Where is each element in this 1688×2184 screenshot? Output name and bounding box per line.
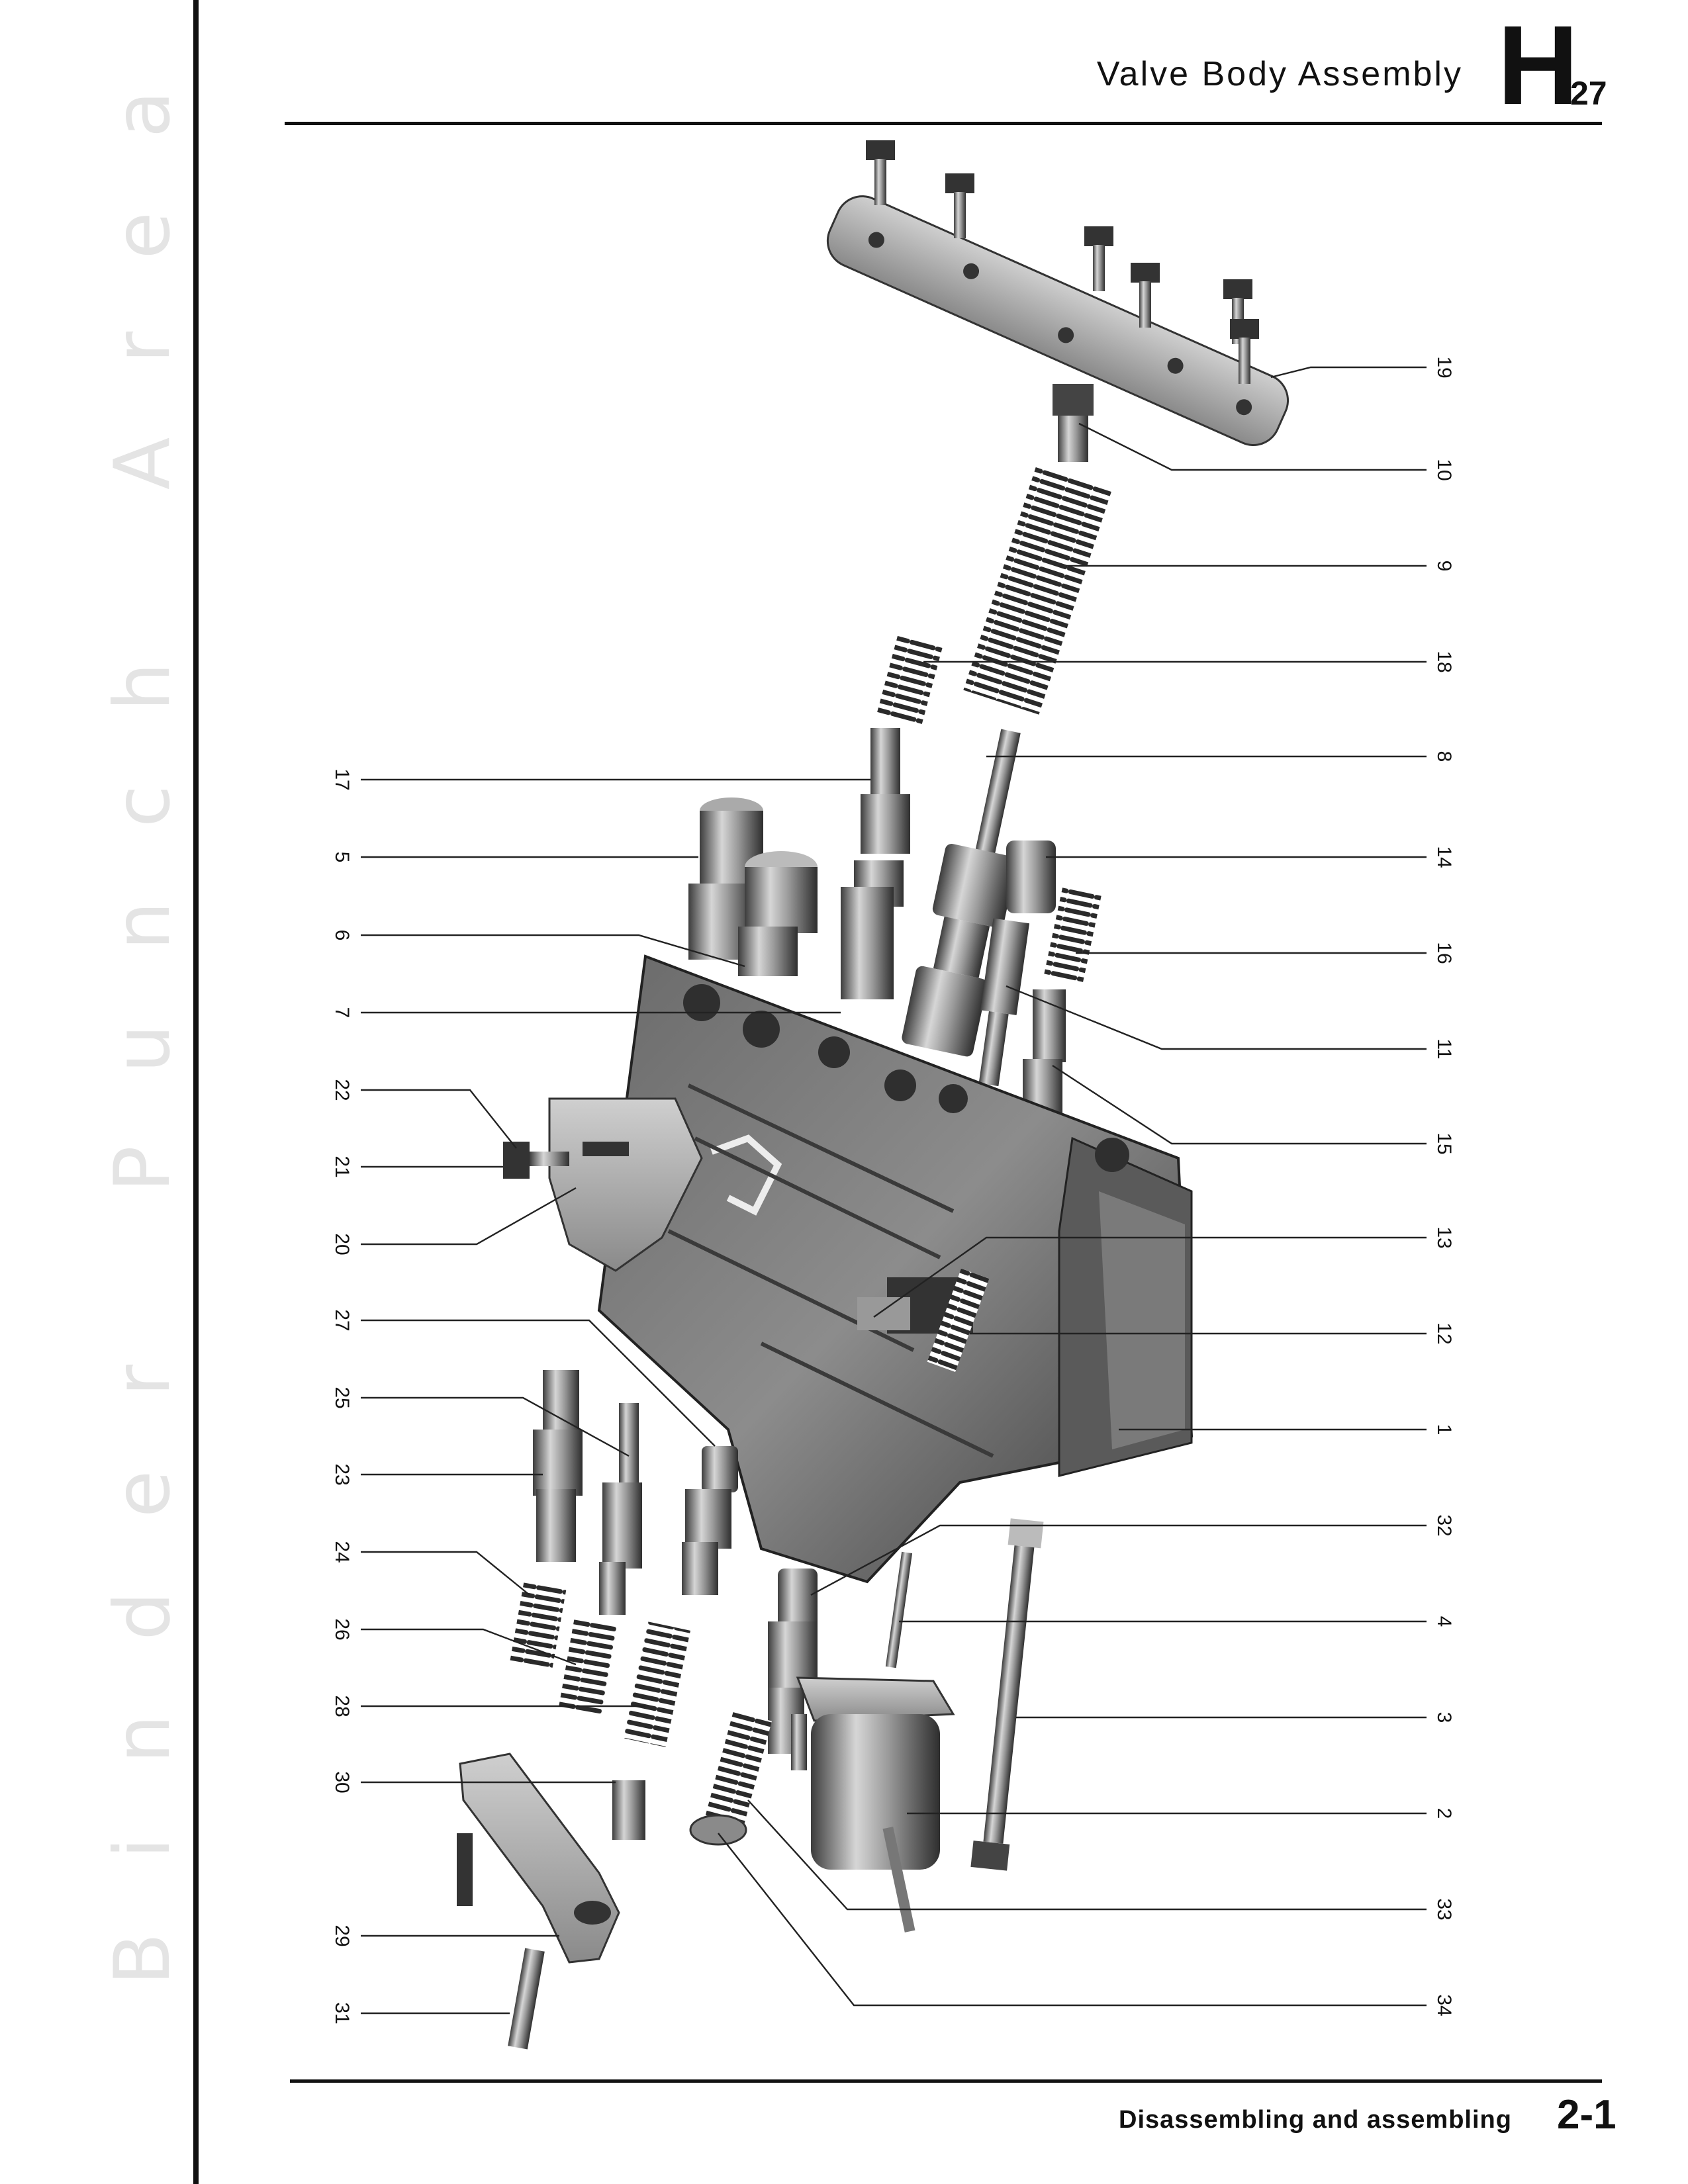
callout-label: 27 bbox=[331, 1309, 353, 1331]
callout-label: 13 bbox=[1433, 1226, 1455, 1248]
callout-label: 24 bbox=[331, 1541, 353, 1563]
callout-label: 33 bbox=[1433, 1898, 1455, 1920]
callout-label: 17 bbox=[331, 768, 353, 790]
plug-part bbox=[1053, 384, 1094, 462]
small-bolt bbox=[791, 1714, 807, 1770]
footer-caption: Disassembling and assembling bbox=[1119, 2106, 1512, 2134]
piston-6 bbox=[738, 851, 818, 976]
callout-label: 32 bbox=[1433, 1514, 1455, 1536]
footer-rule bbox=[290, 2079, 1602, 2083]
section-letter: H bbox=[1497, 3, 1579, 128]
main-valve-body bbox=[597, 954, 1194, 1584]
callout-label: 7 bbox=[331, 1007, 353, 1019]
callout-label: 3 bbox=[1433, 1712, 1455, 1723]
left-leader-lines bbox=[361, 778, 870, 2015]
callout-label: 19 bbox=[1433, 356, 1455, 378]
callout-label: 9 bbox=[1433, 561, 1455, 572]
washer-34 bbox=[689, 1814, 747, 1846]
callout-label: 1 bbox=[1433, 1424, 1455, 1435]
right-callout-labels: 19 10 9 18 8 14 16 11 15 13 12 1 32 4 3 … bbox=[1433, 356, 1455, 2016]
large-spring bbox=[963, 467, 1112, 715]
callout-label: 6 bbox=[331, 930, 353, 941]
callout-label: 31 bbox=[331, 2002, 353, 2024]
callout-label: 20 bbox=[331, 1233, 353, 1255]
section-number: 27 bbox=[1570, 75, 1607, 112]
callout-label: 8 bbox=[1433, 751, 1455, 762]
page-number: 2-1 bbox=[1557, 2092, 1617, 2138]
long-valve-spool bbox=[902, 729, 1021, 1057]
valve-17-part bbox=[841, 728, 910, 999]
solenoid-2 bbox=[796, 1676, 955, 1933]
left-callout-labels: 17 5 6 7 22 21 20 27 25 23 24 26 28 30 2… bbox=[331, 768, 353, 2024]
spring-26 bbox=[558, 1618, 617, 1717]
callout-label: 5 bbox=[331, 852, 353, 863]
callout-label: 18 bbox=[1433, 651, 1455, 672]
spring-12 bbox=[927, 1268, 990, 1373]
spring-28 bbox=[623, 1621, 690, 1747]
spring-16 bbox=[1043, 887, 1102, 986]
header-rule bbox=[285, 122, 1602, 125]
right-leader-lines bbox=[718, 366, 1427, 2007]
callout-label: 2 bbox=[1433, 1808, 1455, 1819]
callout-label: 28 bbox=[331, 1695, 353, 1717]
callout-label: 12 bbox=[1433, 1322, 1455, 1344]
callout-label: 30 bbox=[331, 1771, 353, 1793]
valve-27-part bbox=[682, 1446, 738, 1595]
parts-illustration bbox=[457, 140, 1289, 2050]
callout-label: 10 bbox=[1433, 459, 1455, 480]
callout-label: 15 bbox=[1433, 1132, 1455, 1154]
long-pin-3 bbox=[970, 1518, 1044, 1871]
cover-plate-screws bbox=[866, 140, 1259, 384]
bracket-29 bbox=[457, 1752, 645, 2050]
callout-label: 23 bbox=[331, 1463, 353, 1485]
small-spring bbox=[876, 633, 943, 726]
binder-margin-rule bbox=[193, 0, 199, 2184]
page-title: Valve Body Assembly bbox=[1096, 55, 1463, 93]
spring-33 bbox=[704, 1711, 772, 1830]
callout-label: 26 bbox=[331, 1618, 353, 1640]
spring-24 bbox=[509, 1582, 567, 1671]
callout-label: 21 bbox=[331, 1156, 353, 1177]
callout-label: 22 bbox=[331, 1079, 353, 1101]
valve-25-part bbox=[599, 1403, 642, 1615]
callout-label: 11 bbox=[1433, 1038, 1455, 1059]
callout-label: 4 bbox=[1433, 1616, 1455, 1627]
valve-23-part bbox=[533, 1370, 583, 1562]
cover-plate bbox=[826, 195, 1289, 446]
bushing-14 bbox=[1006, 841, 1056, 913]
callout-label: 25 bbox=[331, 1387, 353, 1408]
callout-label: 29 bbox=[331, 1925, 353, 1946]
pin-4 bbox=[885, 1551, 913, 1668]
callout-label: 16 bbox=[1433, 942, 1455, 964]
callout-label: 14 bbox=[1433, 846, 1455, 868]
callout-label: 34 bbox=[1433, 1994, 1455, 2016]
